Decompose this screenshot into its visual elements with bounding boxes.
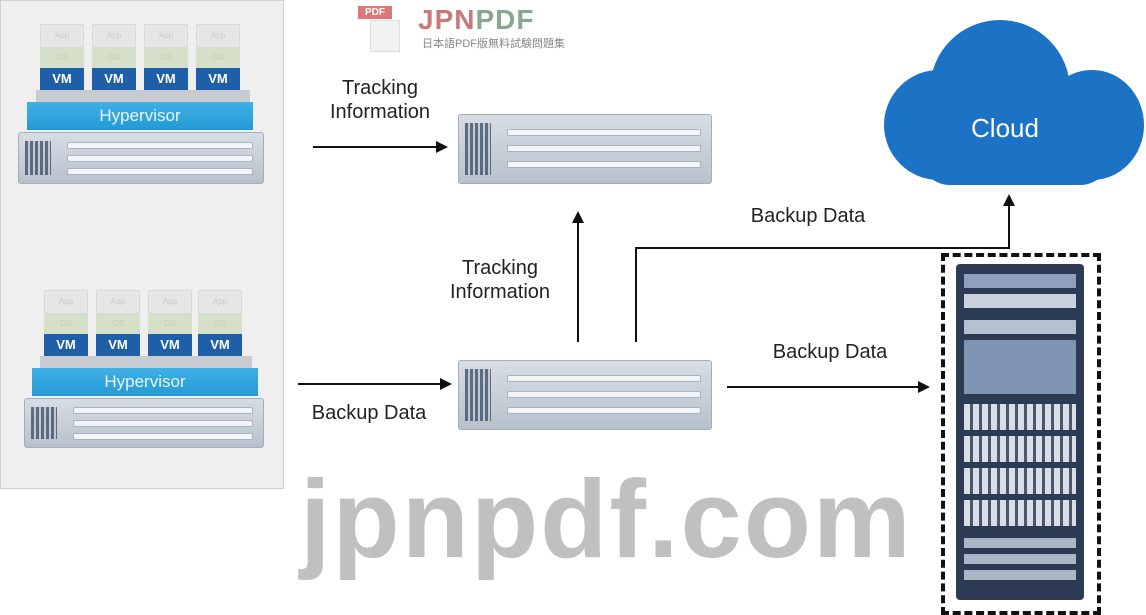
app-label: App — [196, 24, 240, 48]
brand-pdf: PDF — [475, 4, 535, 35]
tracking-info-label-top: Tracking Information — [329, 77, 431, 123]
host-server-2 — [24, 398, 264, 448]
os-label: OS — [44, 314, 88, 334]
app-label: App — [144, 24, 188, 48]
cloud-label: Cloud — [971, 113, 1039, 143]
tracking-info-label-mid: Tracking Information — [449, 257, 551, 303]
app-label: App — [44, 290, 88, 314]
os-label: OS — [148, 314, 192, 334]
backup-data-label-right: Backup Data — [772, 341, 888, 363]
pdf-badge: PDF — [358, 6, 392, 19]
hypervisor-top — [40, 356, 252, 368]
vm-label: VM — [198, 334, 242, 356]
host-server-1 — [18, 132, 264, 184]
app-label: App — [92, 24, 136, 48]
storage-selection-box — [941, 253, 1101, 615]
os-label: OS — [144, 48, 188, 68]
app-label: App — [198, 290, 242, 314]
logo-tagline: 日本語PDF版無料試験問題集 — [422, 38, 565, 50]
vm-label: VM — [40, 68, 84, 90]
hypervisor-2: Hypervisor — [32, 368, 258, 396]
vm-label: VM — [96, 334, 140, 356]
app-label: App — [40, 24, 84, 48]
vm-label: VM — [196, 68, 240, 90]
vm-label: VM — [148, 334, 192, 356]
watermark: jpnpdf.com — [300, 458, 913, 581]
storage-rack — [956, 264, 1084, 600]
backup-data-label-cloud: Backup Data — [750, 205, 866, 227]
vm-label: VM — [44, 334, 88, 356]
os-label: OS — [96, 314, 140, 334]
pdf-file-icon — [370, 20, 400, 52]
vm-label: VM — [144, 68, 188, 90]
jpnpdf-logo: PDF JPNPDF 日本語PDF版無料試験問題集 — [356, 4, 586, 52]
os-label: OS — [198, 314, 242, 334]
os-label: OS — [92, 48, 136, 68]
tracking-server — [458, 114, 712, 184]
backup-data-label-left: Backup Data — [311, 402, 427, 424]
app-label: App — [148, 290, 192, 314]
app-label: App — [96, 290, 140, 314]
os-label: OS — [196, 48, 240, 68]
os-label: OS — [40, 48, 84, 68]
hypervisor-1: Hypervisor — [27, 102, 253, 130]
vm-label: VM — [92, 68, 136, 90]
hypervisor-top — [36, 90, 250, 102]
backup-server — [458, 360, 712, 430]
brand-jpn: JPN — [418, 4, 476, 35]
